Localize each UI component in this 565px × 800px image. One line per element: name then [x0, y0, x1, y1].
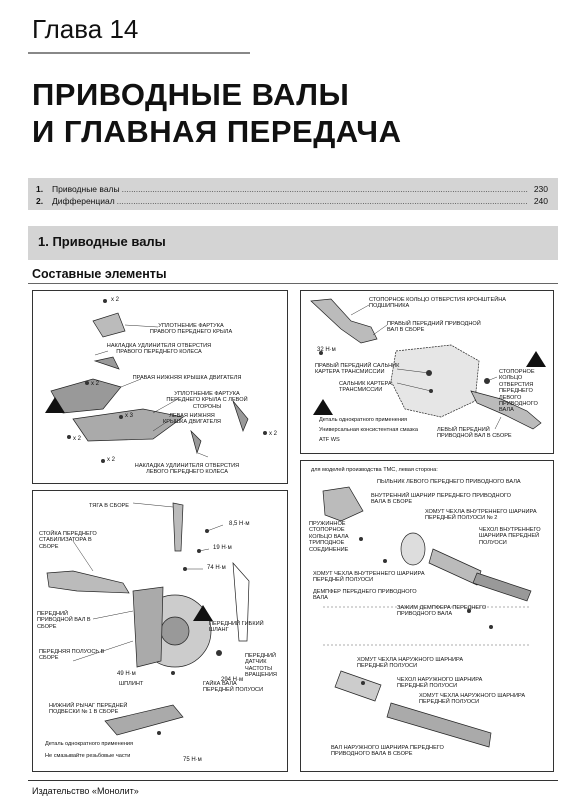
section-title: 1. Приводные валы — [38, 234, 166, 249]
label-front-drive-shaft: ПЕРЕДНИЙ ПРИВОДНОЙ ВАЛ В СБОРЕ — [37, 611, 91, 630]
diagram-panel-engine-covers: УПЛОТНЕНИЕ ФАРТУКА ПРАВОГО ПЕРЕДНЕГО КРЫ… — [32, 290, 288, 484]
legend-atf: ATF WS — [319, 437, 340, 443]
warning-triangle-icon — [193, 605, 213, 621]
toc-title: Приводные валы — [52, 184, 120, 194]
drive-shafts-drawing — [310, 298, 546, 430]
label-outer-clamp-2: ХОМУТ ЧЕХЛА НАРУЖНОГО ШАРНИРА ПЕРЕДНЕЙ П… — [419, 693, 526, 706]
toc-title: Дифференциал — [52, 196, 115, 206]
engine-covers-drawing — [45, 299, 267, 463]
diagram-panel-drive-shafts: СТОПОРНОЕ КОЛЬЦО ОТВЕРСТИЯ КРОНШТЕЙНА ПО… — [300, 290, 554, 454]
quantity: x 2 — [107, 457, 116, 463]
label-damper: ДЕМПФЕР ПЕРЕДНЕГО ПРИВОДНОГО ВАЛА — [313, 589, 417, 602]
label-brake-hose: ПЕРЕДНИЙ ГИБКИЙ ШЛАНГ — [209, 621, 264, 634]
label-inner-clamp: ХОМУТ ЧЕХЛА ВНУТРЕННЕГО ШАРНИРА ПЕРЕДНЕЙ… — [313, 571, 425, 584]
label-lower-arm: НИЖНИЙ РЫЧАГ ПЕРЕДНЕЙ ПОДВЕСКИ № 1 В СБО… — [49, 703, 128, 716]
torque-value: 75 Н·м — [183, 757, 202, 763]
toc-leader: ........................................… — [116, 196, 528, 206]
label-inner-clamp-2: ХОМУТ ЧЕХЛА ВНУТРЕННЕГО ШАРНИРА ПЕРЕДНЕЙ… — [425, 509, 537, 522]
label-inner-joint: ВНУТРЕННИЙ ШАРНИР ПЕРЕДНЕГО ПРИВОДНОГО В… — [371, 493, 511, 506]
quantity: x 2 — [269, 431, 278, 437]
label-speed-sensor: ПЕРЕДНИЙ ДАТЧИК ЧАСТОТЫ ВРАЩЕНИЯ — [245, 653, 277, 679]
torque-value: 294 Н·м — [221, 677, 244, 683]
label-bearing-snap-ring: СТОПОРНОЕ КОЛЬЦО ОТВЕРСТИЯ КРОНШТЕЙНА ПО… — [369, 297, 506, 310]
torque-value: 49 Н·м — [117, 671, 136, 677]
label-right-fender-seal: УПЛОТНЕНИЕ ФАРТУКА ПРАВОГО ПЕРЕДНЕГО КРЫ… — [149, 323, 233, 336]
legend-single-use: Деталь однократного применения — [45, 741, 134, 747]
footer-rule — [28, 780, 558, 781]
legend-no-lubricate: Не смазывайте резьбовые части — [45, 753, 131, 759]
table-of-contents: 1. Приводные валы ......................… — [28, 178, 558, 210]
label-model-note: для моделей производства ТМС, левая стор… — [311, 467, 438, 473]
quantity: x 3 — [125, 413, 134, 419]
label-left-engine-cover: ЛЕВАЯ НИЖНЯЯ КРЫШКА ДВИГАТЕЛЯ — [163, 413, 221, 426]
quantity: x 2 — [73, 436, 82, 442]
label-right-oil-seal: ПРАВЫЙ ПЕРЕДНИЙ САЛЬНИК КАРТЕРА ТРАНСМИС… — [315, 363, 400, 376]
label-axle-nut: ГАЙКА ВАЛА ПЕРЕДНЕЙ ПОЛУОСИ — [203, 681, 264, 694]
label-dust-boot: ПЫЛЬНИК ЛЕВОГО ПЕРЕДНЕГО ПРИВОДНОГО ВАЛА — [377, 479, 521, 485]
chapter-header: Глава 14 — [28, 8, 250, 54]
label-left-snap-ring: СТОПОРНОЕ КОЛЬЦО ОТВЕРСТИЯ ПЕРЕДНЕГО ЛЕВ… — [499, 369, 538, 414]
chapter-label: Глава 14 — [32, 14, 139, 44]
label-right-wheel-trim: НАКЛАДКА УДЛИНИТЕЛЯ ОТВЕРСТИЯ ПРАВОГО ПЕ… — [106, 343, 212, 356]
page-title: ПРИВОДНЫЕ ВАЛЫ И ГЛАВНАЯ ПЕРЕДАЧА — [32, 76, 401, 150]
label-snap-ring-tripod: ПРУЖИННОЕ СТОПОРНОЕ КОЛЬЦО ВАЛА ТРИПОДНО… — [309, 521, 349, 553]
subheading: Составные элементы — [32, 267, 167, 281]
warning-triangle-icon — [313, 399, 333, 415]
label-inner-boot: ЧЕХОЛ ВНУТРЕННЕГО ШАРНИРА ПЕРЕДНЕЙ ПОЛУО… — [479, 527, 541, 546]
torque-value: 74 Н·м — [207, 565, 226, 571]
label-front-axle: ПЕРЕДНЯЯ ПОЛУОСЬ В СБОРЕ — [39, 649, 105, 662]
front-hub-drawing — [46, 502, 250, 736]
toc-page: 230 — [533, 184, 548, 194]
toc-number: 2. — [36, 196, 44, 206]
publisher-footer: Издательство «Монолит» — [32, 786, 139, 796]
torque-value: 19 Н·м — [213, 545, 232, 551]
label-stabilizer-link: СТОЙКА ПЕРЕДНЕГО СТАБИЛИЗАТОРА В СБОРЕ — [39, 531, 97, 550]
toc-row[interactable]: 2. Дифференциал ........................… — [36, 196, 548, 206]
warning-triangle-icon — [45, 397, 65, 413]
cv-joint-drawing — [322, 486, 532, 748]
label-cotter-pin: ШПЛИНТ — [119, 681, 144, 687]
label-outer-shaft: ВАЛ НАРУЖНОГО ШАРНИРА ПЕРЕДНЕГО ПРИВОДНО… — [331, 745, 444, 758]
legend-single-use: Деталь однократного применения — [319, 417, 408, 423]
diagram-panel-front-hub: ТЯГА В СБОРЕ СТОЙКА ПЕРЕДНЕГО СТАБИЛИЗАТ… — [32, 490, 288, 772]
title-line-1: ПРИВОДНЫЕ ВАЛЫ — [32, 77, 350, 112]
toc-row[interactable]: 1. Приводные валы ......................… — [36, 184, 548, 194]
toc-page: 240 — [533, 196, 548, 206]
label-damper-clamp: ЗАЖИМ ДЕМПФЕРА ПЕРЕДНЕГО ПРИВОДНОГО ВАЛА — [397, 605, 487, 618]
title-line-2: И ГЛАВНАЯ ПЕРЕДАЧА — [32, 114, 402, 149]
toc-leader: ........................................… — [121, 184, 528, 194]
legend-grease: Универсальная консистентная смазка — [319, 427, 418, 433]
label-right-drive-shaft: ПРАВЫЙ ПЕРЕДНИЙ ПРИВОДНОЙ ВАЛ В СБОРЕ — [387, 321, 481, 334]
label-left-fender-seal: УПЛОТНЕНИЕ ФАРТУКА ПЕРЕДНЕГО КРЫЛА С ЛЕВ… — [166, 391, 248, 410]
subheading-rule — [28, 283, 558, 284]
section-header: 1. Приводные валы — [28, 226, 558, 260]
warning-triangle-icon — [526, 351, 546, 367]
label-right-engine-cover: ПРАВАЯ НИЖНЯЯ КРЫШКА ДВИГАТЕЛЯ — [132, 375, 242, 381]
quantity: x 2 — [91, 381, 100, 387]
label-outer-boot: ЧЕХОЛ НАРУЖНОГО ШАРНИРА ПЕРЕДНЕЙ ПОЛУОСИ — [397, 677, 483, 690]
torque-value: 8,5 Н·м — [229, 521, 250, 527]
toc-number: 1. — [36, 184, 44, 194]
label-left-drive-shaft: ЛЕВЫЙ ПЕРЕДНИЙ ПРИВОДНОЙ ВАЛ В СБОРЕ — [437, 427, 512, 440]
diagram-panel-cv-joint: для моделей производства ТМС, левая стор… — [300, 460, 554, 772]
label-left-wheel-trim: НАКЛАДКА УДЛИНИТЕЛЯ ОТВЕРСТИЯ ЛЕВОГО ПЕР… — [134, 463, 240, 476]
label-tie-rod: ТЯГА В СБОРЕ — [89, 503, 130, 509]
label-transmission-seal: САЛЬНИК КАРТЕРА ТРАНСМИССИИ — [339, 381, 392, 394]
torque-value: 32 Н·м — [317, 347, 336, 353]
quantity: x 2 — [111, 297, 120, 303]
label-outer-clamp-1: ХОМУТ ЧЕХЛА НАРУЖНОГО ШАРНИРА ПЕРЕДНЕЙ П… — [357, 657, 464, 670]
